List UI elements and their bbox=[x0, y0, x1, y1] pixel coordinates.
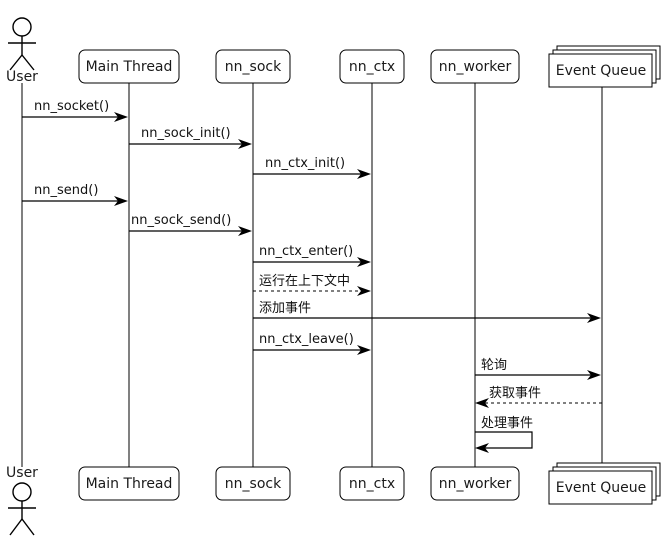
foot-box-nn-sock-rect bbox=[215, 466, 291, 501]
message-nn-sock-send[interactable]: nn_sock_send() bbox=[129, 213, 252, 236]
foot-box-nn-ctx[interactable]: nn_ctx bbox=[339, 466, 405, 501]
head-box-main-thread[interactable]: Main Thread bbox=[78, 49, 180, 84]
message-nn-socket[interactable]: nn_socket() bbox=[22, 99, 128, 122]
head-box-event-queue-rect bbox=[548, 53, 653, 88]
message-handle-event-arrowhead bbox=[475, 443, 489, 453]
message-handle-event-label: 处理事件 bbox=[481, 416, 533, 431]
head-box-nn-ctx-rect bbox=[339, 49, 405, 84]
foot-box-event-queue-rect bbox=[548, 470, 653, 505]
message-nn-sock-init[interactable]: nn_sock_init() bbox=[129, 126, 252, 149]
message-run-in-context-label: 运行在上下文中 bbox=[259, 274, 350, 289]
message-handle-event[interactable]: 处理事件 bbox=[475, 416, 533, 453]
actor-head-icon-bottom bbox=[12, 482, 32, 502]
message-poll[interactable]: 轮询 bbox=[475, 358, 601, 380]
head-box-nn-worker-label: nn_worker bbox=[439, 59, 512, 75]
actor-right-leg-line-bottom bbox=[21, 518, 35, 536]
head-box-event-queue[interactable]: Event Queue bbox=[548, 45, 661, 88]
head-box-event-queue-label: Event Queue bbox=[556, 63, 647, 79]
foot-box-main-thread[interactable]: Main Thread bbox=[78, 466, 180, 501]
foot-box-nn-sock[interactable]: nn_sock bbox=[215, 466, 291, 501]
foot-box-event-queue-label: Event Queue bbox=[556, 480, 647, 496]
actor-left-leg-line-bottom bbox=[9, 518, 23, 536]
message-add-event-label: 添加事件 bbox=[259, 301, 311, 316]
message-fetch-event[interactable]: 获取事件 bbox=[475, 386, 602, 408]
message-nn-socket-arrowhead bbox=[114, 112, 128, 122]
message-handle-event-loop bbox=[475, 431, 533, 449]
message-add-event[interactable]: 添加事件 bbox=[253, 301, 601, 323]
message-nn-ctx-enter-label: nn_ctx_enter() bbox=[259, 244, 353, 259]
actor-left-leg-line bbox=[9, 54, 23, 71]
message-nn-send[interactable]: nn_send() bbox=[22, 183, 128, 206]
message-nn-sock-init-label: nn_sock_init() bbox=[141, 126, 231, 141]
head-box-nn-sock-rect bbox=[215, 49, 291, 84]
actor-user-top[interactable]: User bbox=[6, 17, 38, 85]
foot-box-main-thread-label: Main Thread bbox=[86, 476, 173, 492]
message-nn-sock-send-arrowhead bbox=[238, 226, 252, 236]
foot-box-main-thread-rect bbox=[78, 466, 180, 501]
message-nn-socket-label: nn_socket() bbox=[34, 99, 109, 114]
message-nn-send-label: nn_send() bbox=[34, 183, 98, 198]
message-poll-arrowhead bbox=[587, 370, 601, 380]
head-box-nn-sock-label: nn_sock bbox=[225, 59, 282, 75]
foot-box-nn-ctx-rect bbox=[339, 466, 405, 501]
head-box-nn-ctx[interactable]: nn_ctx bbox=[339, 49, 405, 84]
message-nn-ctx-enter[interactable]: nn_ctx_enter() bbox=[253, 244, 371, 267]
head-box-nn-sock[interactable]: nn_sock bbox=[215, 49, 291, 84]
actor-head-icon bbox=[12, 17, 32, 37]
message-nn-sock-send-label: nn_sock_send() bbox=[131, 213, 231, 228]
actor-user-top-label: User bbox=[6, 69, 38, 85]
message-nn-ctx-init-label: nn_ctx_init() bbox=[265, 156, 345, 171]
foot-box-event-queue[interactable]: Event Queue bbox=[548, 462, 661, 505]
message-nn-ctx-leave-arrowhead bbox=[357, 345, 371, 355]
message-add-event-arrowhead bbox=[587, 313, 601, 323]
foot-box-nn-worker-rect bbox=[430, 466, 520, 501]
head-box-main-thread-rect bbox=[78, 49, 180, 84]
message-nn-ctx-enter-arrowhead bbox=[357, 257, 371, 267]
head-box-nn-worker[interactable]: nn_worker bbox=[430, 49, 520, 84]
actor-user-bottom-label: User bbox=[6, 465, 38, 481]
message-run-in-context-arrowhead bbox=[357, 286, 371, 296]
message-run-in-context[interactable]: 运行在上下文中 bbox=[253, 274, 371, 296]
message-nn-ctx-leave[interactable]: nn_ctx_leave() bbox=[253, 332, 371, 355]
message-fetch-event-arrowhead bbox=[475, 398, 489, 408]
message-nn-ctx-init-arrowhead bbox=[357, 169, 371, 179]
foot-box-nn-ctx-label: nn_ctx bbox=[349, 476, 395, 492]
message-nn-ctx-init[interactable]: nn_ctx_init() bbox=[253, 156, 371, 179]
message-nn-send-arrowhead bbox=[114, 196, 128, 206]
actor-right-leg-line bbox=[21, 54, 35, 71]
lifelines-group bbox=[21, 83, 603, 467]
head-box-nn-ctx-label: nn_ctx bbox=[349, 59, 395, 75]
foot-box-nn-worker[interactable]: nn_worker bbox=[430, 466, 520, 501]
message-nn-ctx-leave-label: nn_ctx_leave() bbox=[259, 332, 354, 347]
message-fetch-event-label: 获取事件 bbox=[489, 386, 541, 401]
head-box-nn-worker-rect bbox=[430, 49, 520, 84]
foot-box-nn-worker-label: nn_worker bbox=[439, 476, 512, 492]
message-poll-label: 轮询 bbox=[481, 358, 507, 373]
foot-box-nn-sock-label: nn_sock bbox=[225, 476, 282, 492]
message-nn-sock-init-arrowhead bbox=[238, 139, 252, 149]
head-box-main-thread-label: Main Thread bbox=[86, 59, 173, 75]
actor-user-bottom[interactable]: User bbox=[6, 465, 38, 536]
